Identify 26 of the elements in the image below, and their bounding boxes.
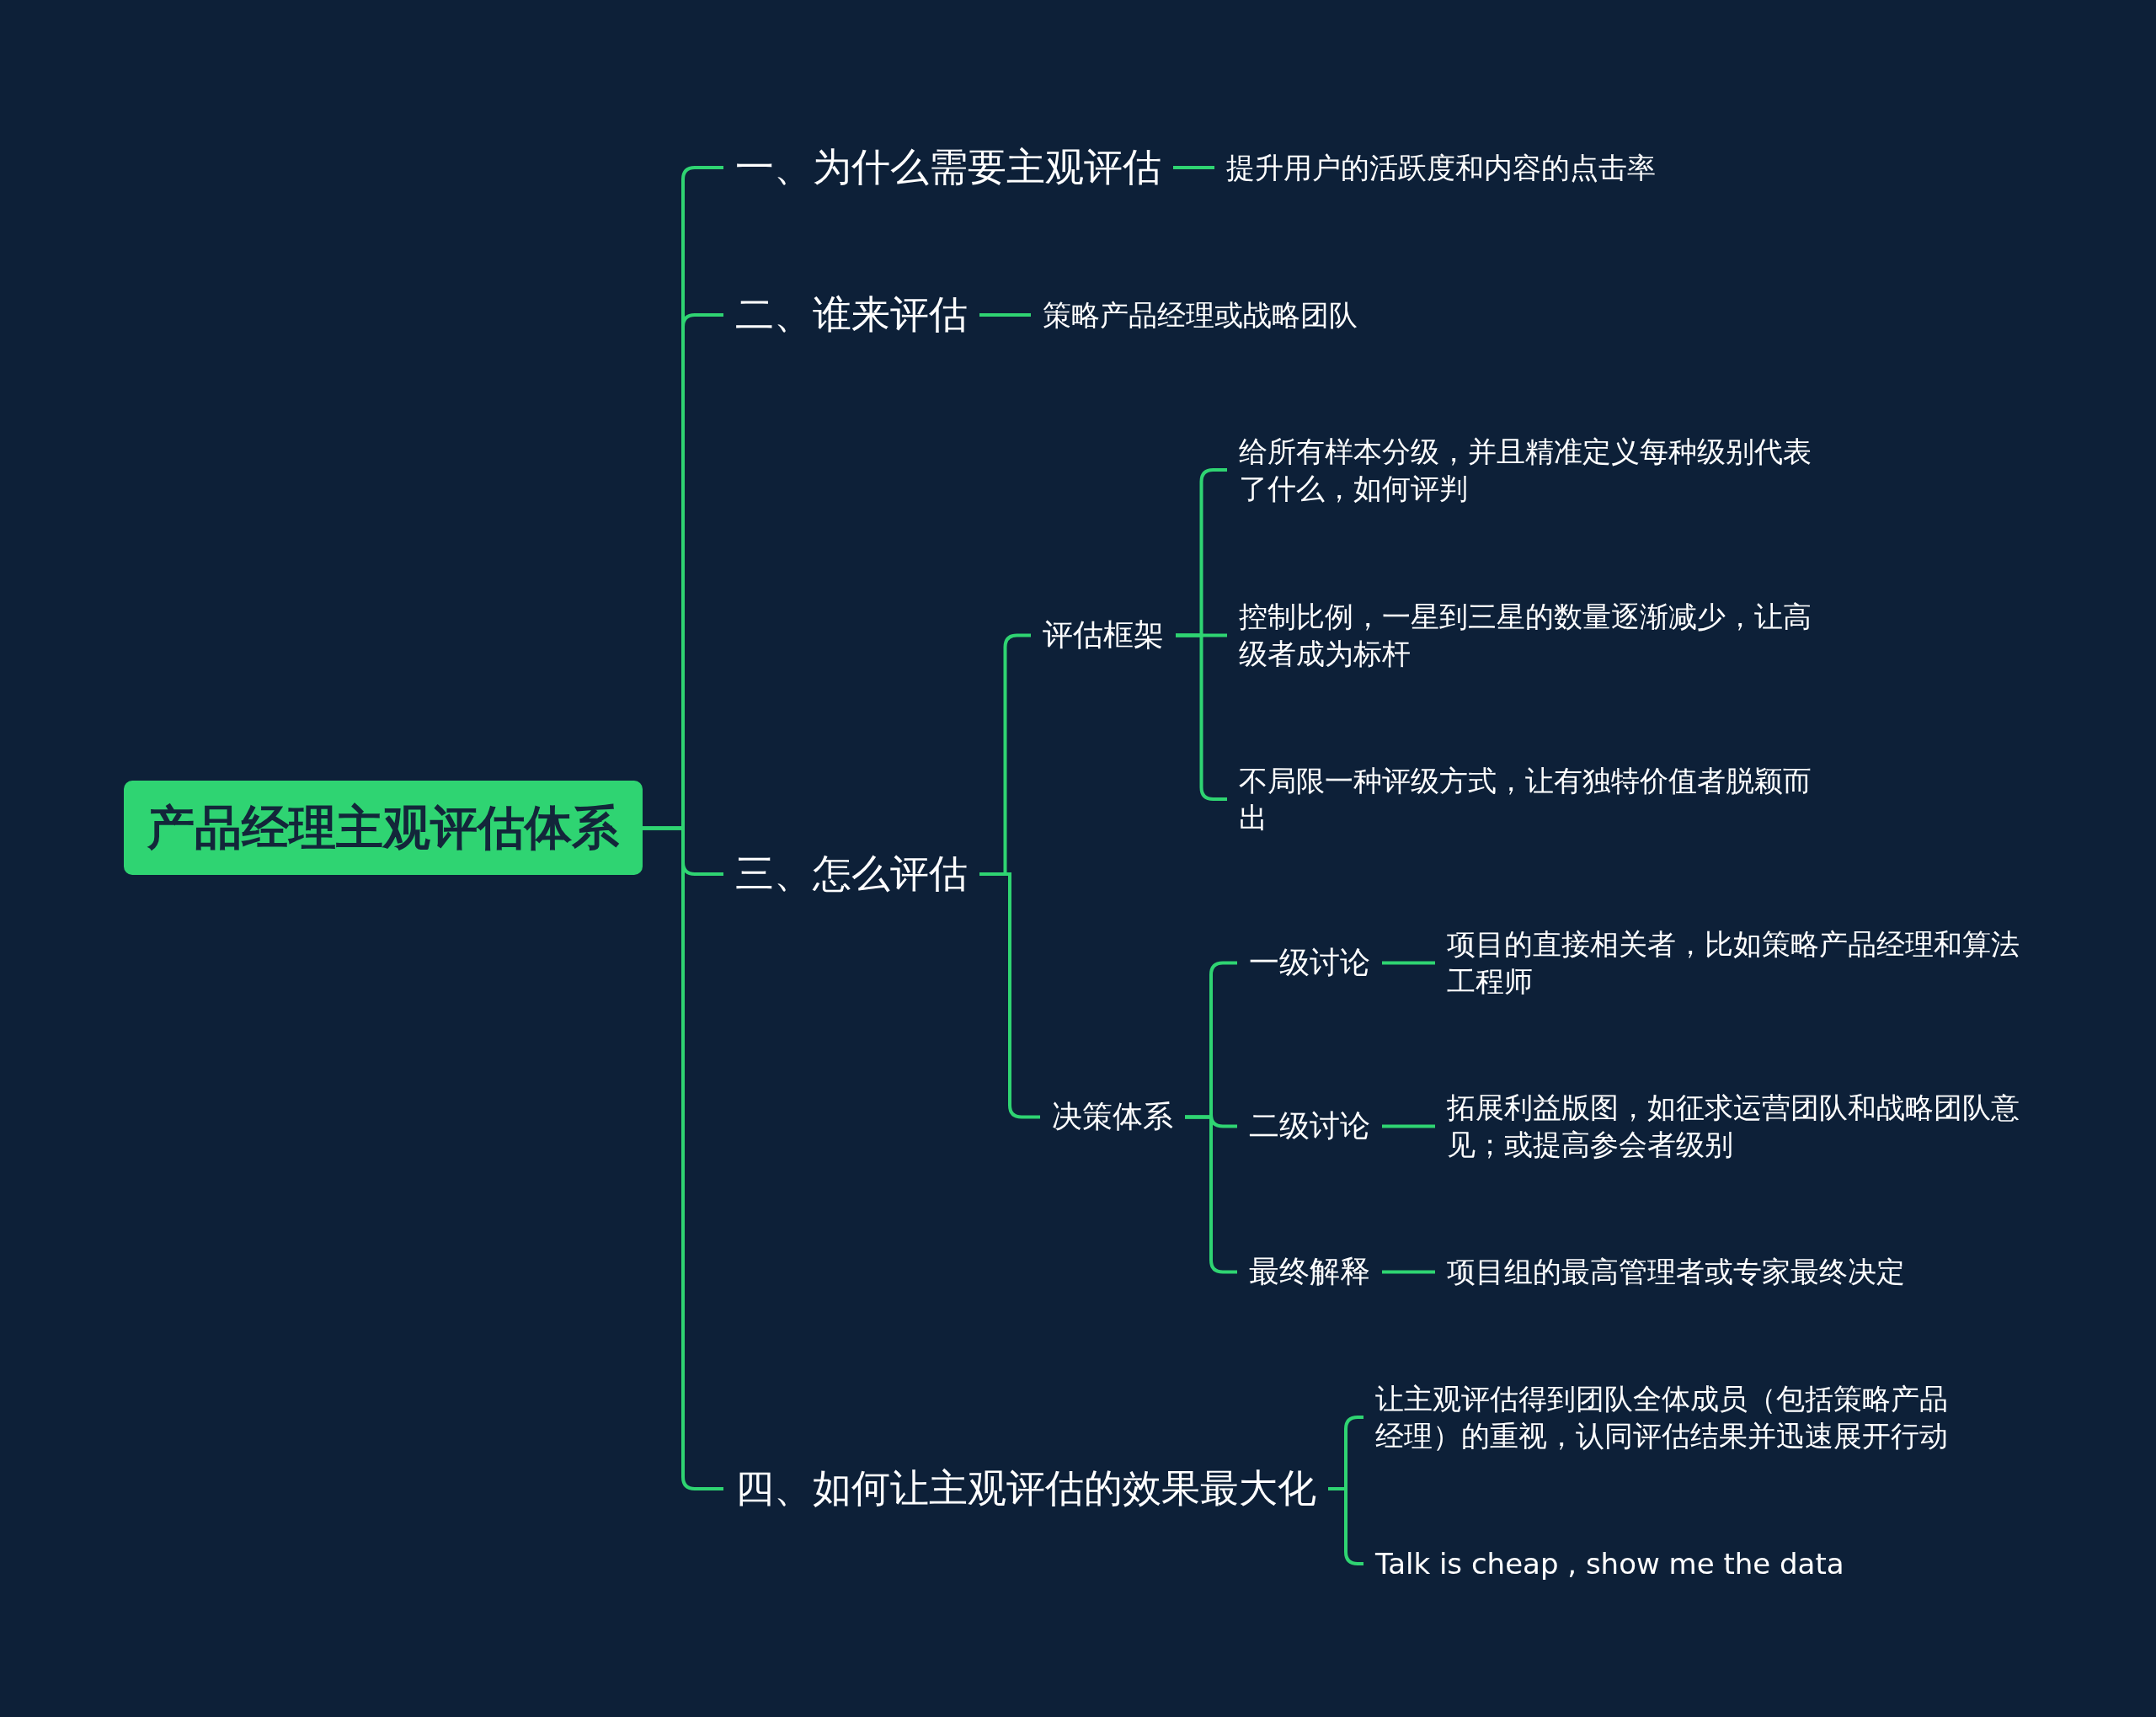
connector-line	[1382, 1270, 1435, 1274]
connector-line	[1382, 961, 1435, 965]
topic-text: 策略产品经理或战略团队	[1031, 293, 1369, 338]
topic-text: 二、谁来评估	[723, 286, 979, 344]
topic-text: 让主观评估得到团队全体成员（包括策略产品经理）的重视，认同评估结果并迅速展开行动	[1364, 1377, 1970, 1458]
topic-text: 不局限一种评级方式，让有独特价值者脱颖而出	[1227, 759, 1833, 840]
topic-text: 给所有样本分级，并且精准定义每种级别代表了什么，如何评判	[1227, 429, 1833, 511]
connector-line	[643, 826, 723, 1490]
connector-line	[1173, 166, 1214, 169]
connector-line	[979, 313, 1031, 317]
topic-text: 最终解释	[1237, 1248, 1382, 1295]
topic-text: 项目的直接相关者，比如策略产品经理和算法工程师	[1435, 922, 2041, 1004]
topic-text: Talk is cheap , show me the data	[1364, 1542, 1970, 1586]
topic-text: 四、如何让主观评估的效果最大化	[723, 1460, 1328, 1517]
topic-text: 评估框架	[1031, 611, 1176, 659]
topic-text: 二级讨论	[1237, 1102, 1382, 1149]
topic-text: 控制比例，一星到三星的数量逐渐减少，让高级者成为标杆	[1227, 595, 1833, 676]
topic-text: 拓展利益版图，如征求运营团队和战略团队意见；或提高参会者级别	[1435, 1085, 2041, 1167]
central-topic-box: 产品经理主观评估体系	[124, 780, 643, 876]
topic-text: 一、为什么需要主观评估	[723, 139, 1173, 196]
topic-text: 提升用户的活跃度和内容的点击率	[1214, 146, 1668, 190]
connector-line	[1382, 1124, 1435, 1128]
topic-text: 项目组的最高管理者或专家最终决定	[1435, 1250, 2041, 1294]
topic-text: 决策体系	[1040, 1093, 1185, 1140]
topic-text: 三、怎么评估	[723, 845, 979, 903]
topic-text: 一级讨论	[1237, 939, 1382, 986]
